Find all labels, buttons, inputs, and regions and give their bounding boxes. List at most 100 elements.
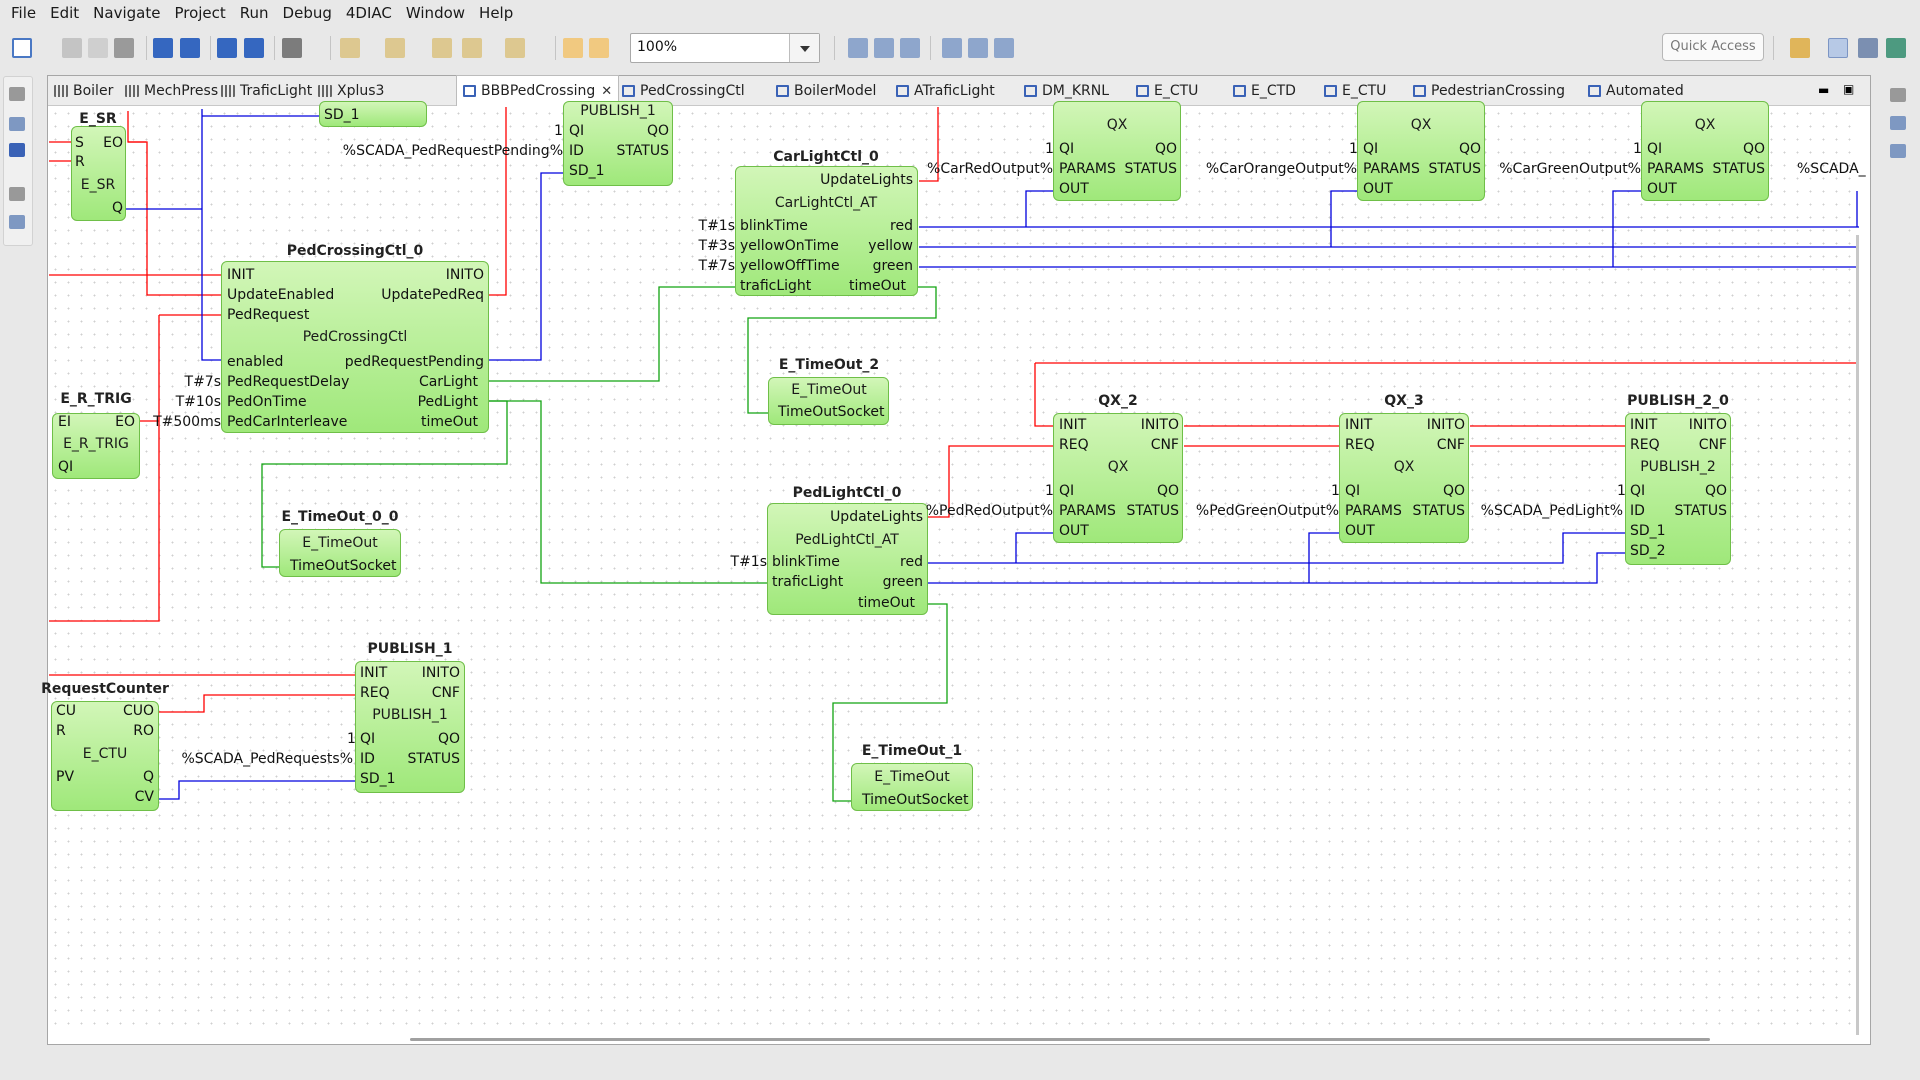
align-bottom-icon[interactable]	[994, 38, 1014, 58]
data-connection[interactable]	[1025, 190, 1055, 227]
tab-automated[interactable]: Automated	[1588, 76, 1684, 106]
horizontal-scrollbar[interactable]	[410, 1038, 1710, 1041]
restore-icon[interactable]	[9, 187, 25, 201]
tab-e_ctu[interactable]: E_CTU	[1324, 76, 1386, 106]
tab-xplus3[interactable]: Xplus3	[318, 76, 384, 106]
event-connection[interactable]	[49, 315, 160, 622]
tab-e_ctd[interactable]: E_CTD	[1233, 76, 1296, 106]
tab-e_ctu[interactable]: E_CTU	[1136, 76, 1198, 106]
restore-icon[interactable]	[1890, 88, 1906, 102]
data-connection[interactable]	[1015, 532, 1055, 563]
open-perspective-icon[interactable]	[1790, 38, 1810, 58]
menu-run[interactable]: Run	[239, 4, 269, 22]
tab-atraficlight[interactable]: ATraficLight	[896, 76, 995, 106]
event-connection[interactable]	[1034, 363, 1055, 427]
properties-icon[interactable]	[9, 215, 25, 229]
maximize-icon[interactable]: ▣	[1843, 82, 1855, 96]
fb-qx3[interactable]	[1339, 413, 1469, 543]
fb-ped-light-ctl-0[interactable]	[767, 503, 928, 615]
fb-qx-qx_orange[interactable]	[1357, 101, 1485, 201]
align-right-icon[interactable]	[900, 38, 920, 58]
data-connection[interactable]	[1612, 190, 1643, 267]
menu-project[interactable]: Project	[174, 4, 226, 22]
data-connection[interactable]	[201, 109, 223, 361]
menu-edit[interactable]: Edit	[50, 4, 80, 22]
tab-traficlight[interactable]: TraficLight	[221, 76, 312, 106]
prev-annotation-icon[interactable]	[385, 38, 405, 58]
menu-window[interactable]: Window	[405, 4, 466, 22]
deploy-icon[interactable]	[153, 38, 173, 58]
menu-help[interactable]: Help	[479, 4, 514, 22]
save-all-icon[interactable]	[88, 38, 108, 58]
data-connection[interactable]	[487, 172, 565, 361]
tab-pedestriancrossing[interactable]: PedestrianCrossing	[1413, 76, 1565, 106]
chevron-down-icon[interactable]	[789, 34, 819, 62]
event-connection[interactable]	[159, 694, 357, 713]
search-icon[interactable]	[282, 38, 302, 58]
adapter-connection[interactable]	[832, 603, 948, 802]
align-top-icon[interactable]	[942, 38, 962, 58]
menu-file[interactable]: File	[11, 4, 37, 22]
redo-icon[interactable]	[589, 38, 609, 58]
vertical-scrollbar[interactable]	[1856, 235, 1859, 1035]
adapter-connection[interactable]	[747, 286, 937, 414]
tab-boilermodel[interactable]: BoilerModel	[776, 76, 876, 106]
console-icon[interactable]	[1890, 144, 1906, 158]
fb-ped-crossing-ctl-0[interactable]	[221, 261, 489, 433]
menu-4diac[interactable]: 4DIAC	[345, 4, 392, 22]
print-icon[interactable]	[114, 38, 134, 58]
fb-e-timeout-2[interactable]	[768, 377, 889, 425]
adapter-connection[interactable]	[487, 286, 737, 382]
event-connection[interactable]	[128, 141, 223, 296]
tab-mechpress[interactable]: MechPress	[125, 76, 218, 106]
fb-request-counter[interactable]	[51, 701, 159, 811]
last-edit-icon[interactable]	[432, 38, 452, 58]
tab-bbbpedcrossing[interactable]: BBBPedCrossing✕	[456, 75, 620, 106]
event-connection[interactable]	[919, 107, 939, 182]
save-icon[interactable]	[62, 38, 82, 58]
fb-e-r-trig[interactable]	[52, 413, 140, 479]
fb-publish-2-0[interactable]	[1625, 413, 1731, 565]
adapter-connection[interactable]	[487, 400, 770, 584]
align-middle-icon[interactable]	[968, 38, 988, 58]
data-connection[interactable]	[928, 532, 1627, 564]
data-connection[interactable]	[1308, 532, 1341, 583]
align-left-icon[interactable]	[848, 38, 868, 58]
zoom-combo[interactable]: 100%	[630, 33, 820, 63]
data-connection[interactable]	[1330, 190, 1359, 247]
perspective-debug-icon[interactable]	[1858, 38, 1878, 58]
fb-qx2[interactable]	[1053, 413, 1183, 543]
fb-publish-1[interactable]	[355, 661, 465, 793]
layout-icon[interactable]	[217, 38, 237, 58]
tab-dm_krnl[interactable]: DM_KRNL	[1024, 76, 1109, 106]
fb-e-sr[interactable]	[71, 126, 126, 221]
menu-debug[interactable]: Debug	[282, 4, 332, 22]
quick-access-field[interactable]: Quick Access	[1662, 33, 1764, 61]
next-annotation-icon[interactable]	[340, 38, 360, 58]
data-connection[interactable]	[928, 552, 1627, 584]
perspective-4diac-icon[interactable]	[1828, 38, 1848, 58]
event-connection[interactable]	[127, 111, 146, 143]
tab-boiler[interactable]: Boiler	[54, 76, 113, 106]
new-icon[interactable]	[12, 38, 32, 58]
fb-cut-top[interactable]	[319, 101, 427, 127]
deploy-all-icon[interactable]	[180, 38, 200, 58]
restore-icon[interactable]	[9, 87, 25, 101]
undo-icon[interactable]	[563, 38, 583, 58]
layout-icon[interactable]	[244, 38, 264, 58]
event-connection[interactable]	[487, 107, 507, 296]
library-icon[interactable]	[9, 143, 25, 157]
minimize-icon[interactable]: ▬	[1818, 83, 1830, 97]
palette-icon[interactable]	[1890, 116, 1906, 130]
align-center-icon[interactable]	[874, 38, 894, 58]
zoom-value[interactable]: 100%	[637, 39, 678, 55]
close-icon[interactable]: ✕	[601, 83, 613, 99]
perspective-deploy-icon[interactable]	[1886, 38, 1906, 58]
fb-qx-qx_red[interactable]	[1053, 101, 1181, 201]
fb-car-light-ctl-0[interactable]	[735, 166, 918, 296]
fb-qx-qx_green[interactable]	[1641, 101, 1769, 201]
data-connection[interactable]	[159, 780, 357, 800]
tab-pedcrossingctl[interactable]: PedCrossingCtl	[622, 76, 745, 106]
fb-publish-1-top[interactable]	[563, 101, 673, 186]
